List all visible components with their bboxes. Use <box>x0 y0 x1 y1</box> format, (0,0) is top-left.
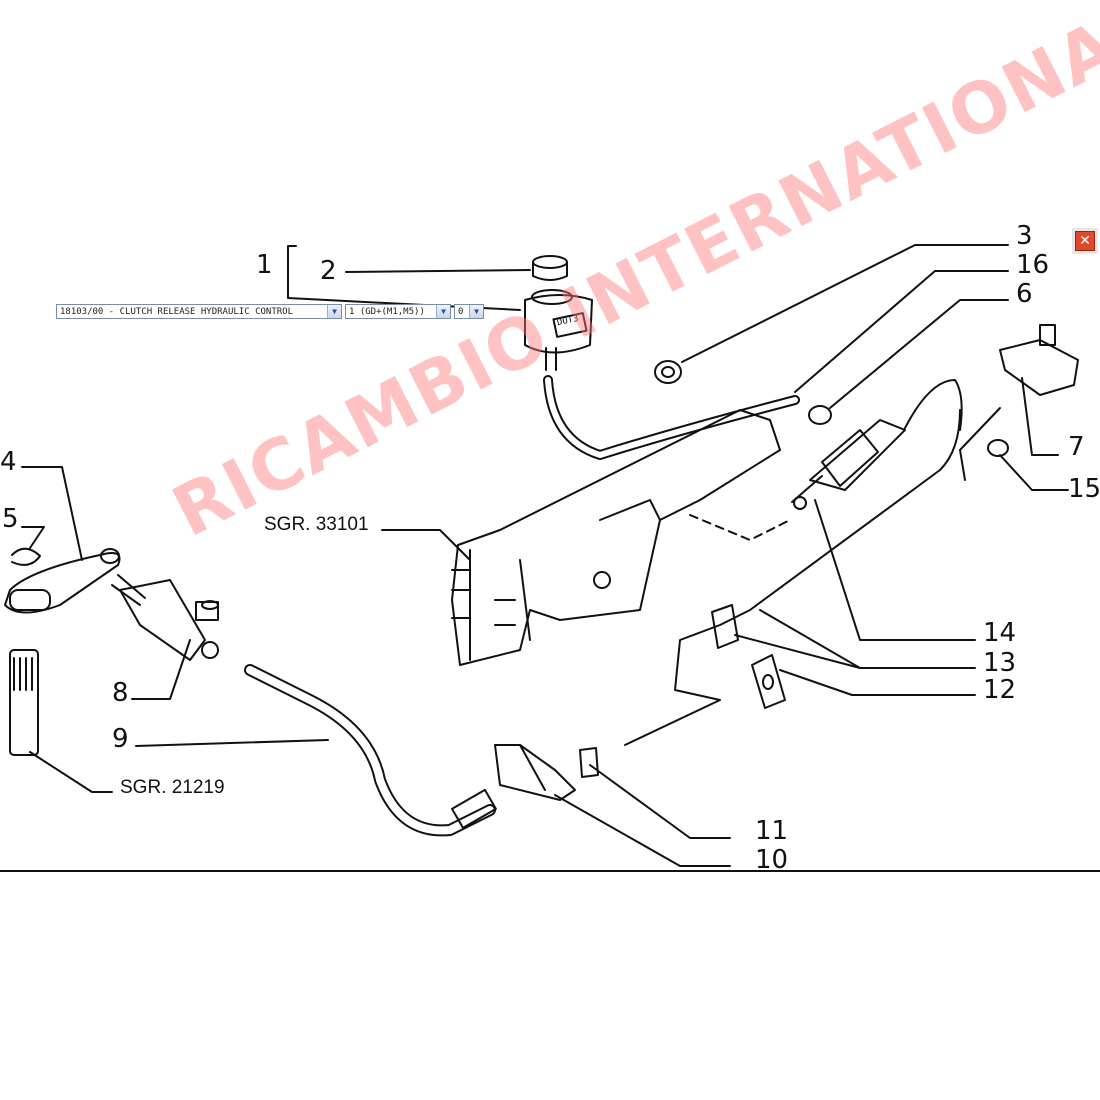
body-dash <box>689 514 791 541</box>
callout-1: 1 <box>256 250 273 280</box>
index-select[interactable]: 0 ▼ <box>454 304 484 319</box>
pipe-bracket <box>999 324 1079 396</box>
leader-3 <box>681 244 1009 363</box>
hose-clip <box>808 405 832 425</box>
callout-16: 16 <box>1016 250 1050 280</box>
leader-13b <box>734 634 861 669</box>
hose-clip-small <box>579 747 599 778</box>
callout-6: 6 <box>1016 279 1033 309</box>
callout-7: 7 <box>1068 432 1085 462</box>
reference-sgr-33101: SGR. 33101 <box>264 514 369 535</box>
leader-5 <box>21 526 45 549</box>
leader-sgr-b <box>29 751 113 793</box>
chevron-down-icon[interactable]: ▼ <box>327 305 341 318</box>
grommet <box>654 360 682 384</box>
callout-15: 15 <box>1068 474 1100 504</box>
variant-select[interactable]: 1 (GD+(M1,M5)) ▼ <box>345 304 451 319</box>
close-icon[interactable]: ✕ <box>1075 231 1095 251</box>
callout-13: 13 <box>983 648 1017 678</box>
release-lever <box>4 548 121 614</box>
leader-6 <box>829 299 1009 409</box>
callout-2: 2 <box>320 256 337 286</box>
chevron-down-icon[interactable]: ▼ <box>469 305 483 318</box>
release-shaft <box>9 649 39 756</box>
leader-9 <box>135 739 329 747</box>
reservoir-cap <box>532 255 568 281</box>
group-select-value: 18103/00 - CLUTCH RELEASE HYDRAULIC CONT… <box>60 306 293 317</box>
close-button[interactable]: ✕ <box>1072 228 1098 254</box>
reservoir <box>524 289 593 371</box>
seal-plate-13 <box>711 604 739 649</box>
leader-4 <box>21 466 83 561</box>
group-select[interactable]: 18103/00 - CLUTCH RELEASE HYDRAULIC CONT… <box>56 304 342 319</box>
leader-16 <box>794 270 1009 393</box>
callout-11: 11 <box>755 816 789 846</box>
callout-8: 8 <box>112 678 129 708</box>
callout-10: 10 <box>755 845 789 875</box>
index-select-value: 0 <box>458 306 464 317</box>
hose-bracket <box>494 744 576 801</box>
master-cylinder <box>791 379 963 510</box>
callout-14: 14 <box>983 618 1017 648</box>
callout-5: 5 <box>2 504 19 534</box>
variant-select-value: 1 (GD+(M1,M5)) <box>349 306 425 317</box>
leader-sgr-a <box>381 529 471 561</box>
pedal-bracket <box>451 409 781 666</box>
callout-9: 9 <box>112 724 129 754</box>
leader-7 <box>1021 377 1059 456</box>
callout-4: 4 <box>0 447 17 477</box>
selector-bar: 18103/00 - CLUTCH RELEASE HYDRAULIC CONT… <box>56 304 484 321</box>
callout-3: 3 <box>1016 221 1033 251</box>
reference-sgr-21219: SGR. 21219 <box>120 777 225 798</box>
slave-cylinder <box>111 574 219 661</box>
leader-8 <box>131 639 191 700</box>
circlip <box>11 547 41 566</box>
leader-11 <box>589 764 731 839</box>
master-pipe <box>624 409 961 746</box>
callout-12: 12 <box>983 675 1017 705</box>
nut <box>987 439 1009 457</box>
leader-12 <box>779 669 976 696</box>
leader-15 <box>999 454 1069 491</box>
leader-10 <box>554 794 731 867</box>
gasket-12 <box>751 654 786 709</box>
leader-2 <box>345 269 531 273</box>
leader-14 <box>814 499 976 641</box>
chevron-down-icon[interactable]: ▼ <box>436 305 450 318</box>
